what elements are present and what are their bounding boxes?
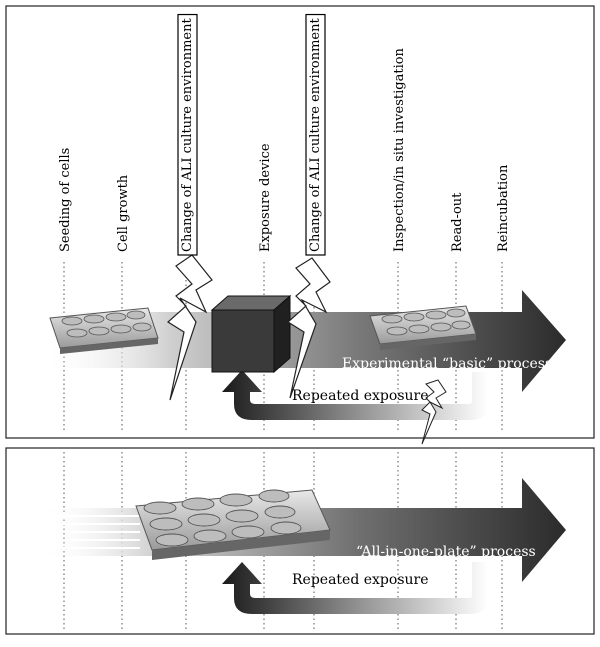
lightning-change-2-icon [287, 257, 331, 399]
inspection-cell-culture-plate [369, 305, 477, 350]
stage-label-inspection: Inspection/in situ investigation [392, 47, 407, 252]
motion-lines [44, 515, 140, 549]
stage-label-change2: Change of ALI culture environment [308, 18, 323, 252]
stage-label-seeding: Seeding of cells [58, 148, 73, 252]
all-in-one-cell-culture-plate [135, 489, 331, 560]
bottom-repeated-exposure-label: Repeated exposure [292, 572, 429, 588]
all-in-one-process-label: “All-in-one-plate” process [356, 544, 536, 560]
stage-label-reincubation: Reincubation [496, 164, 511, 252]
lightning-change-1-icon [167, 254, 213, 401]
basic-process-label: Experimental “basic” process [342, 356, 552, 372]
stage-label-exposure: Exposure device [258, 143, 273, 252]
top-cell-culture-plate [49, 307, 159, 354]
top-repeated-exposure-arrow [222, 370, 488, 420]
stage-label-change1: Change of ALI culture environment [180, 18, 195, 252]
stage-labels: Seeding of cells Cell growth Change of ALI… [58, 13, 511, 256]
stage-label-box-change2 [305, 13, 326, 256]
stage-label-growth: Cell growth [116, 174, 131, 252]
top-repeated-exposure-label: Repeated exposure [292, 388, 429, 404]
stage-label-box-change1 [177, 13, 198, 256]
bottom-repeated-exposure-arrow [222, 562, 488, 614]
lightning-repeat-icon [421, 379, 447, 445]
stage-label-readout: Read-out [450, 192, 465, 252]
exposure-device-cube [210, 294, 292, 374]
